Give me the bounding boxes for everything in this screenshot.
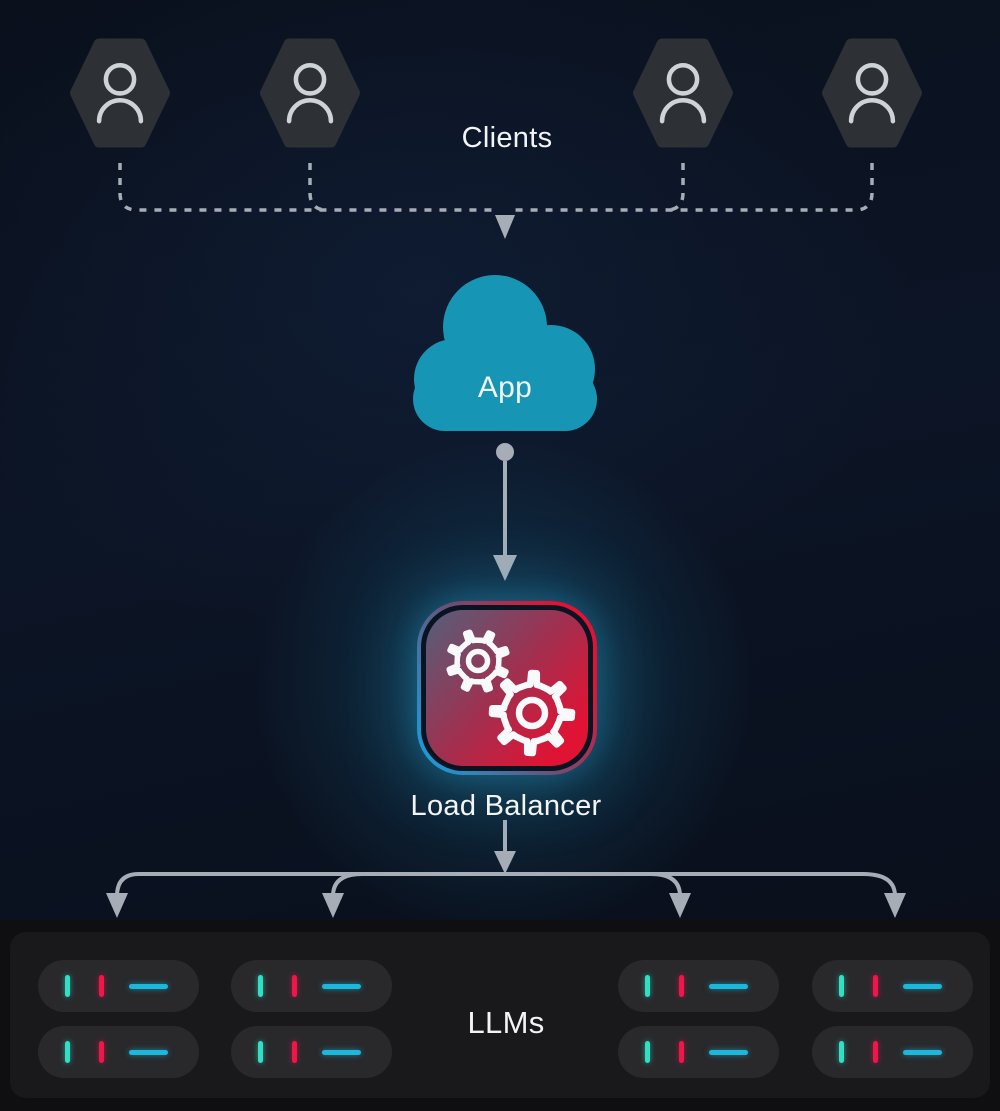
load-balancer-label: Load Balancer (410, 790, 602, 822)
user-icon (822, 38, 922, 148)
cloud-icon (413, 275, 597, 431)
led-teal (839, 975, 844, 997)
led-red (679, 1041, 684, 1063)
led-red (292, 975, 297, 997)
led-red (99, 1041, 104, 1063)
led-teal (645, 1041, 650, 1063)
led-line (129, 1050, 168, 1055)
led-line (903, 1050, 942, 1055)
led-teal (839, 1041, 844, 1063)
clients-to-app-connector (118, 163, 874, 239)
app-label: App (477, 371, 533, 404)
user-icon (260, 38, 360, 148)
led-red (873, 1041, 878, 1063)
led-line (709, 984, 748, 989)
server-pill (618, 1026, 779, 1078)
gears-icon (446, 629, 576, 757)
app-to-lb-connector (493, 443, 517, 581)
lb-to-llms-connector (106, 820, 906, 918)
app-node (410, 272, 600, 434)
clients-label: Clients (461, 122, 553, 154)
server-pill (38, 1026, 199, 1078)
led-line (903, 984, 942, 989)
user-icon (633, 38, 733, 148)
client-node (628, 33, 738, 153)
led-teal (65, 1041, 70, 1063)
led-line (322, 1050, 361, 1055)
arrowhead-icon (495, 215, 515, 239)
led-red (679, 975, 684, 997)
led-red (99, 975, 104, 997)
led-teal (258, 1041, 263, 1063)
led-line (129, 984, 168, 989)
led-red (292, 1041, 297, 1063)
client-node (255, 33, 365, 153)
led-red (873, 975, 878, 997)
led-teal (258, 975, 263, 997)
led-teal (65, 975, 70, 997)
led-line (322, 984, 361, 989)
server-pill (231, 960, 392, 1012)
arrowhead-icon (493, 555, 517, 581)
server-pill (38, 960, 199, 1012)
user-icon (70, 38, 171, 148)
llms-label: LLMs (467, 1005, 545, 1040)
client-node (65, 33, 175, 153)
led-line (709, 1050, 748, 1055)
server-pill (231, 1026, 392, 1078)
load-balancer-node (417, 601, 597, 775)
server-pill (812, 960, 973, 1012)
server-pill (812, 1026, 973, 1078)
lb-tile (426, 610, 588, 766)
led-teal (645, 975, 650, 997)
client-node (817, 33, 927, 153)
server-pill (618, 960, 779, 1012)
